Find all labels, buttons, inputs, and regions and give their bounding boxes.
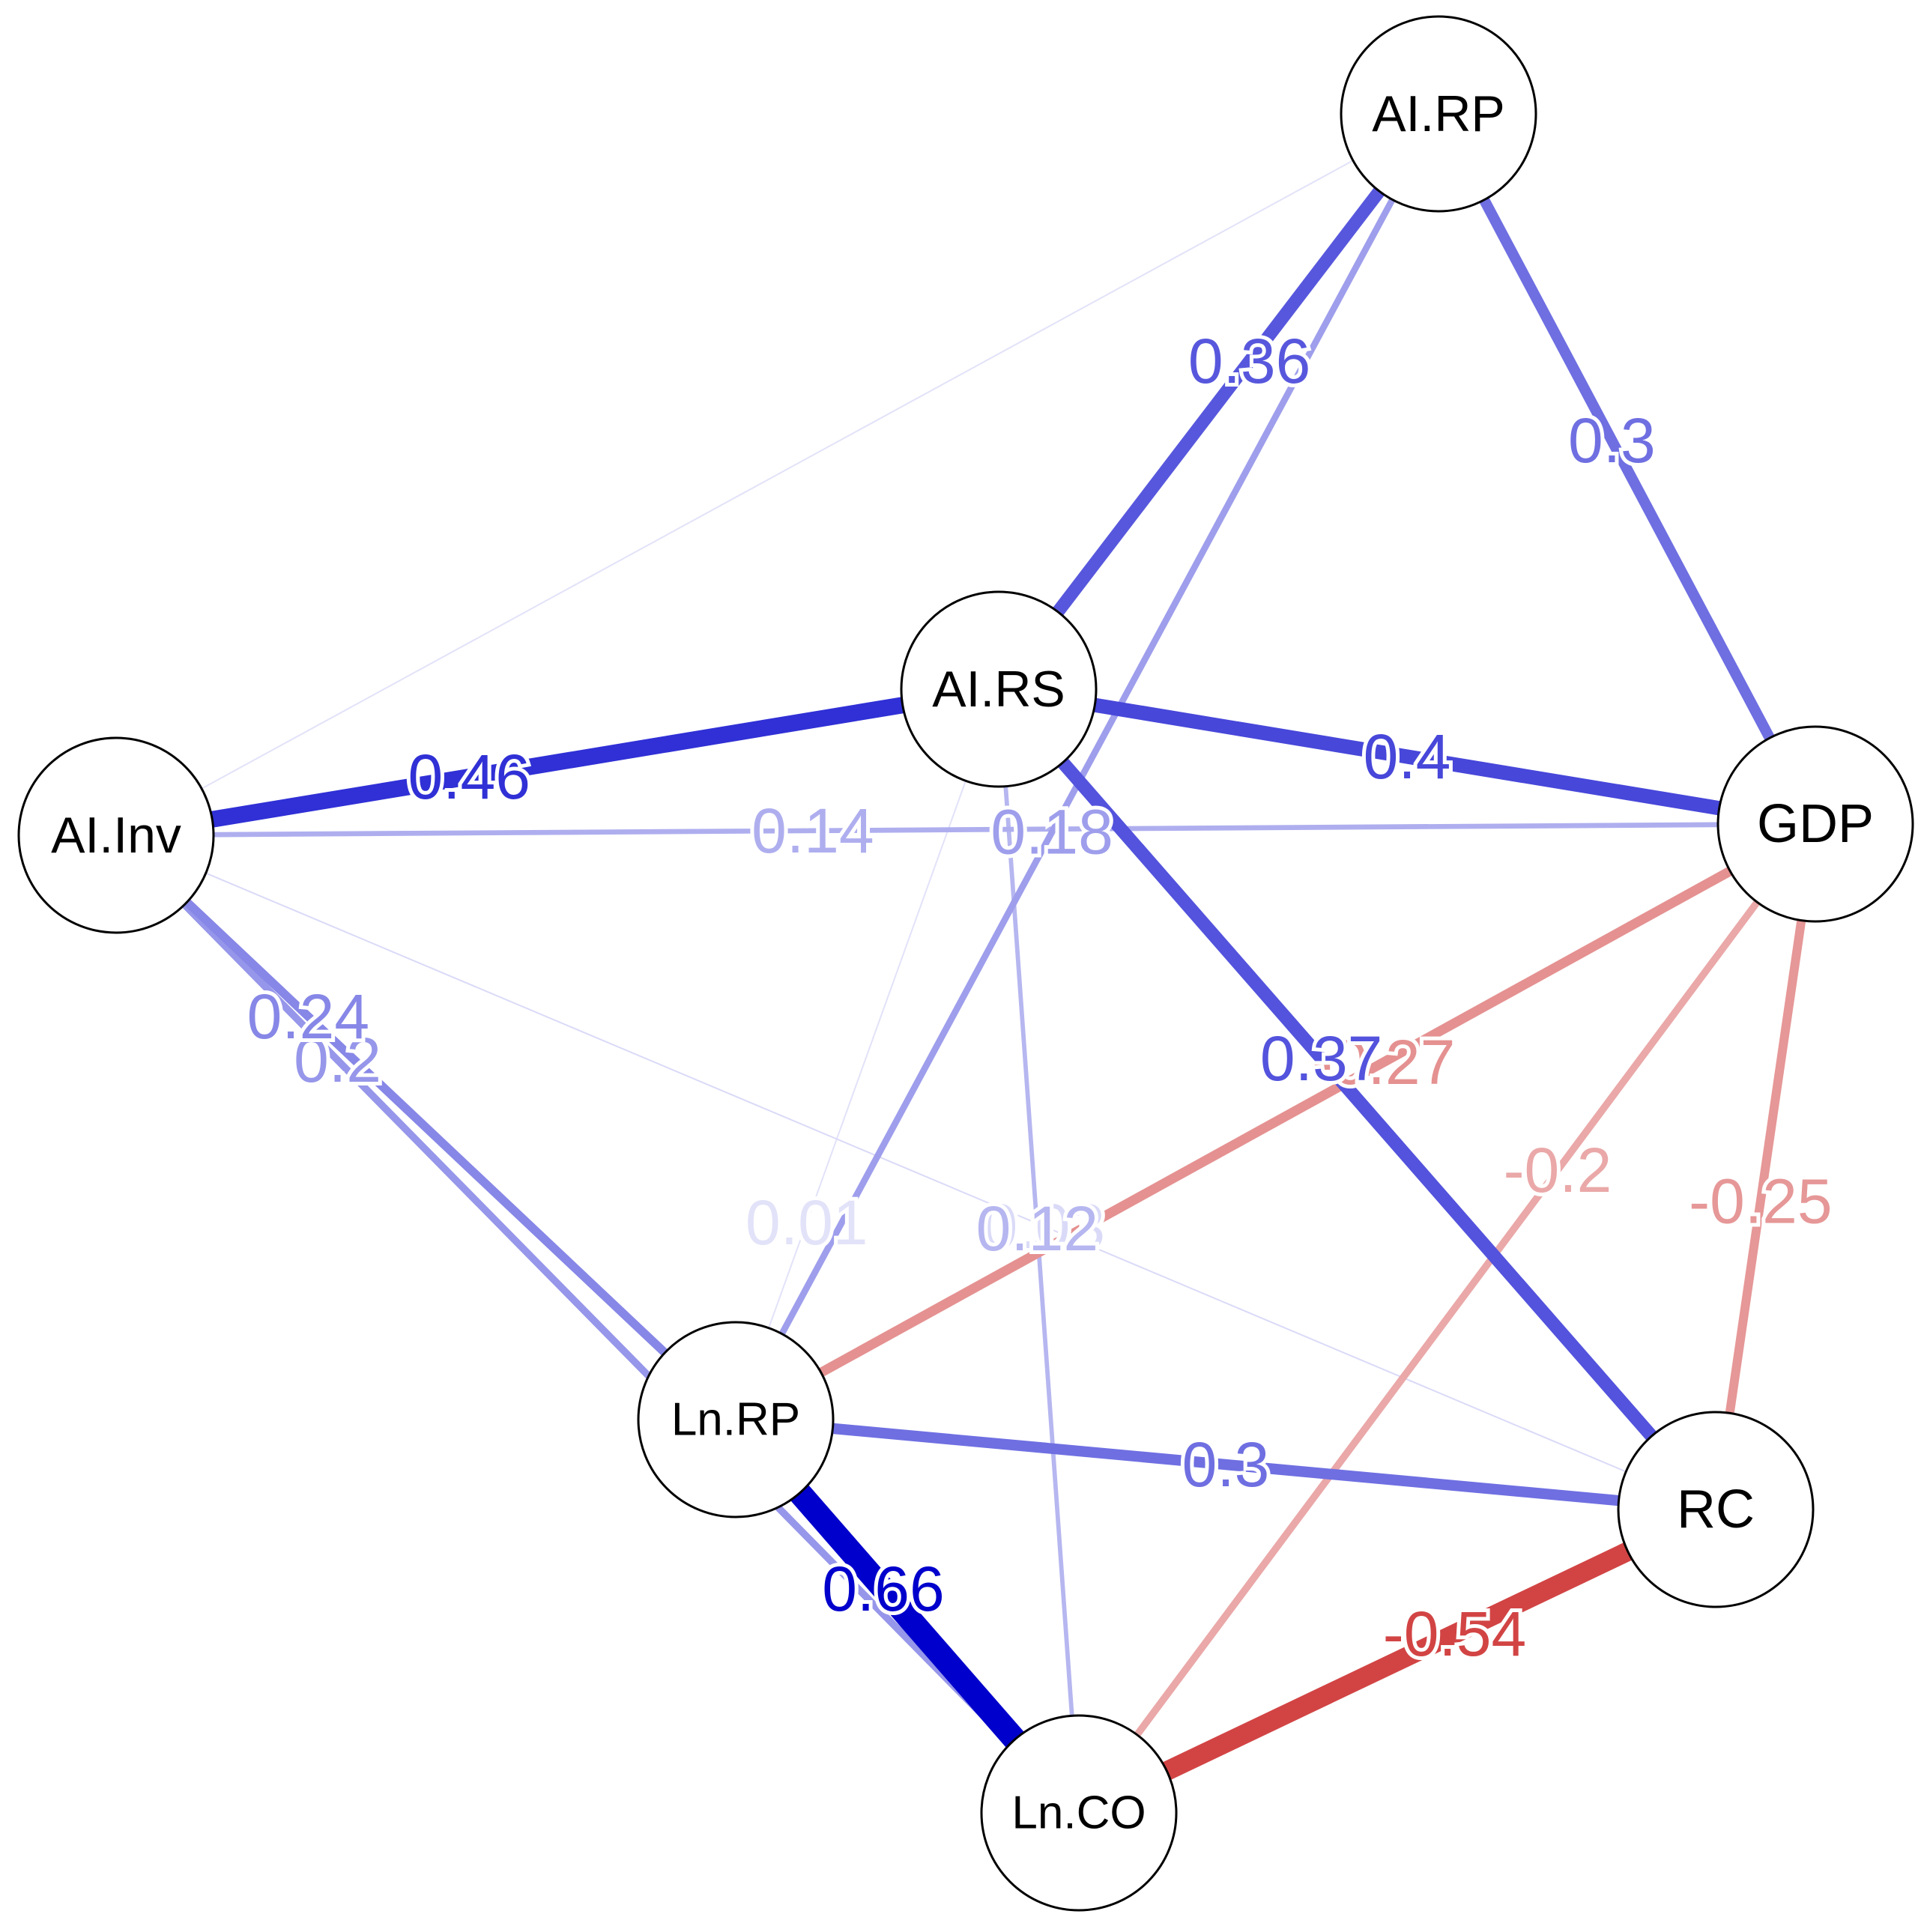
edge-label-AI.Inv-Ln.RP: 0.24 <box>247 981 370 1052</box>
edge-RC-Ln.CO <box>1074 1501 1720 1822</box>
node-circle-AI.RS <box>900 590 1098 788</box>
edge-label-AI.Inv-GDP: 0.14 <box>751 796 874 866</box>
edge-label-AI.Inv-AI.RS: 0.46 <box>408 742 530 812</box>
edge-AI.RS-RC <box>993 685 1721 1514</box>
edge-AI.RP-GDP <box>1433 111 1821 827</box>
edge-label-AI.Inv-RC: 0.03 <box>983 1191 1106 1262</box>
node-circle-Ln.RP <box>637 1321 835 1518</box>
edge-label-AI.RS-Ln.CO: 0.12 <box>976 1193 1099 1264</box>
edge-label-AI.RS-GDP: 0.4 <box>1364 721 1451 792</box>
node-AI.RP: AI.RP <box>1340 15 1537 213</box>
node-AI.RS: AI.RS <box>900 590 1098 788</box>
node-label-Ln.CO: Ln.CO <box>1011 1787 1146 1839</box>
node-label-AI.RP: AI.RP <box>1372 85 1505 142</box>
edge-label-Ln.RP-AI.RS: 0.01 <box>745 1187 868 1258</box>
edge-AI.RP-AI.RS <box>993 109 1444 694</box>
node-label-AI.Inv: AI.Inv <box>51 807 181 864</box>
edge-label-GDP-RC: -0.25 <box>1689 1166 1832 1236</box>
node-layer: AI.RP AI.RS AI.Inv GDP Ln.RP RC Ln.CO <box>17 15 1914 1912</box>
edge-label-AI.RP-Ln.RP: 0.18 <box>990 797 1113 867</box>
node-circle-GDP <box>1716 725 1914 923</box>
edge-AI.Inv-AI.RS <box>115 681 1000 844</box>
edge-label-AI.RP-GDP: 0.3 <box>1568 405 1656 476</box>
node-circle-RC <box>1617 1411 1815 1608</box>
node-label-RC: RC <box>1677 1480 1755 1539</box>
edge-label-GDP-Ln.CO: -0.2 <box>1504 1135 1612 1205</box>
node-label-GDP: GDP <box>1757 794 1874 854</box>
node-circle-Ln.CO <box>980 1714 1178 1912</box>
edge-AI.Inv-Ln.RP <box>113 832 739 1423</box>
node-RC: RC <box>1617 1411 1815 1608</box>
edge-AI.RP-Ln.RP <box>733 112 1442 1422</box>
node-AI.Inv: AI.Inv <box>17 736 215 934</box>
edge-AI.Inv-AI.RP <box>115 113 1439 836</box>
edge-label-RC-Ln.CO: -0.54 <box>1383 1599 1526 1669</box>
edge-label-GDP-Ln.RP: -0.27 <box>1312 1027 1455 1097</box>
edge-GDP-RC <box>1711 823 1820 1510</box>
edge-Ln.RP-AI.RS <box>735 688 999 1420</box>
edge-label-Ln.RP-RC: 0.3 <box>1182 1429 1270 1500</box>
edge-label-AI.RP-AI.RS: 0.36 <box>1188 326 1311 396</box>
edge-AI.Inv-RC <box>115 835 1716 1510</box>
edge-label-AI.RS-RC: 0.37 <box>1260 1023 1383 1094</box>
node-Ln.RP: Ln.RP <box>637 1321 835 1518</box>
edge-AI.RS-GDP <box>997 682 1817 832</box>
edge-AI.Inv-GDP <box>115 821 1816 838</box>
node-label-Ln.RP: Ln.RP <box>671 1394 800 1446</box>
node-circle-AI.Inv <box>17 736 215 934</box>
edge-GDP-Ln.RP <box>733 820 1818 1424</box>
edge-layer <box>113 109 1821 1822</box>
node-label-AI.RS: AI.RS <box>932 661 1065 718</box>
edge-Ln.RP-RC <box>735 1414 1716 1515</box>
edge-label-Ln.RP-Ln.CO: 0.66 <box>822 1554 945 1624</box>
edge-GDP-Ln.CO <box>1076 822 1818 1815</box>
node-circle-AI.RP <box>1340 15 1537 213</box>
node-GDP: GDP <box>1716 725 1914 923</box>
edge-label-AI.Inv-Ln.CO: 0.2 <box>294 1025 381 1095</box>
node-Ln.CO: Ln.CO <box>980 1714 1178 1912</box>
edge-AI.Inv-Ln.CO <box>113 832 1082 1816</box>
edge-label-layer: 0.01 0.030.12 0.14 0.18 -0.2 0.20.24 -0.25 -0.2… <box>243 322 1836 1673</box>
